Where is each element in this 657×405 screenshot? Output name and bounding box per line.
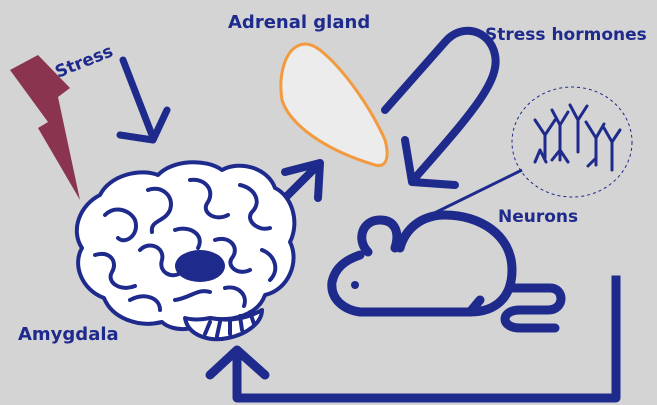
amygdala-label: Amygdala — [18, 324, 119, 345]
stress-hormones-label: Stress hormones — [485, 25, 647, 45]
stress-arrow — [120, 60, 167, 140]
amygdala-marker — [175, 250, 225, 282]
brain-icon — [77, 162, 295, 339]
mouse-icon — [332, 215, 561, 328]
feedback-loop-arrow — [210, 280, 616, 398]
hormone-return-arrow — [385, 31, 496, 185]
adrenal-gland-label: Adrenal gland — [228, 12, 370, 33]
neurons-cluster-icon — [512, 87, 632, 197]
adrenal-gland-shape — [281, 44, 387, 165]
stress-label: Stress — [52, 41, 116, 82]
neurons-label: Neurons — [498, 207, 578, 227]
